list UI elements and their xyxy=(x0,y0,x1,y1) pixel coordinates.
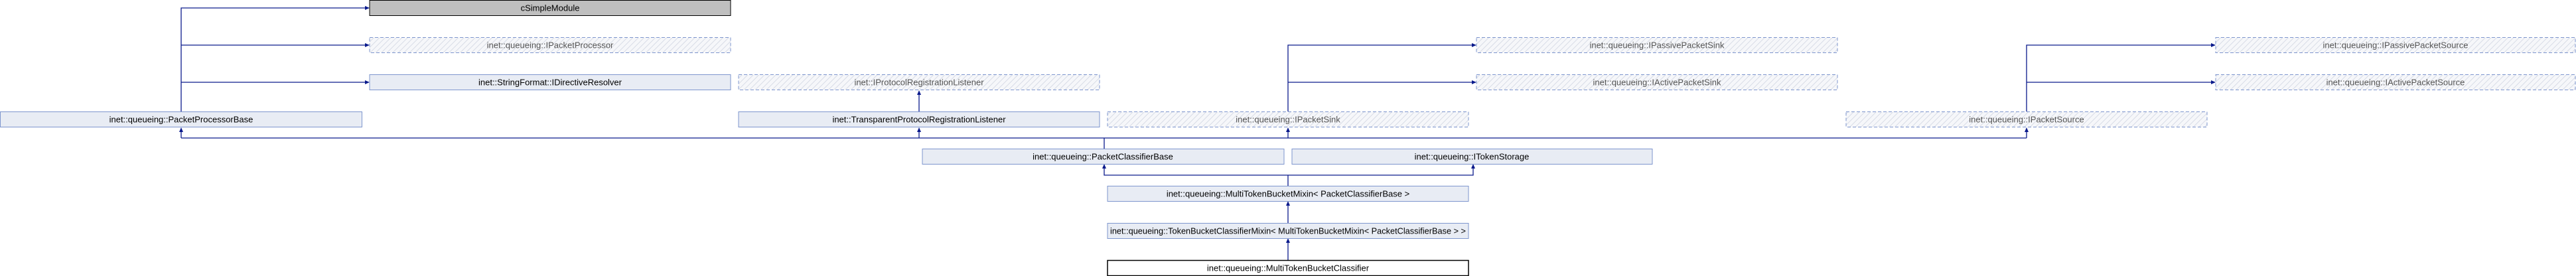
node-label: inet::queueing::PacketProcessorBase xyxy=(109,115,253,125)
node-ipassivepacketsink[interactable]: inet::queueing::IPassivePacketSink xyxy=(1476,37,1838,53)
node-label: inet::IProtocolRegistrationListener xyxy=(854,78,984,88)
node-csimplemodule[interactable]: cSimpleModule xyxy=(369,0,731,16)
edges xyxy=(180,7,2212,260)
node-label: inet::queueing::ITokenStorage xyxy=(1415,152,1530,162)
node-tokenbucketclassifiermixin[interactable]: inet::queueing::TokenBucketClassifierMix… xyxy=(1107,223,1469,239)
node-iprotocolregistrationlistener[interactable]: inet::IProtocolRegistrationListener xyxy=(738,74,1100,90)
node-ipassivepacketsource[interactable]: inet::queueing::IPassivePacketSource xyxy=(2215,37,2576,53)
node-label: inet::TransparentProtocolRegistrationLis… xyxy=(832,115,1006,125)
node-ipacketsink[interactable]: inet::queueing::IPacketSink xyxy=(1107,111,1469,127)
node-label: inet::queueing::IPassivePacketSource xyxy=(2323,40,2469,50)
node-iactivepacketsource[interactable]: inet::queueing::IActivePacketSource xyxy=(2215,74,2576,90)
node-label: cSimpleModule xyxy=(521,3,580,13)
node-label: inet::queueing::MultiTokenBucketMixin< P… xyxy=(1167,189,1409,199)
node-idirectiveresolver[interactable]: inet::StringFormat::IDirectiveResolver xyxy=(369,74,731,90)
node-label: inet::queueing::IPacketProcessor xyxy=(487,40,614,50)
node-label: inet::StringFormat::IDirectiveResolver xyxy=(478,78,622,88)
node-label: inet::queueing::PacketClassifierBase xyxy=(1033,152,1173,162)
arrowheads xyxy=(179,6,2216,243)
node-packetprocessorbase[interactable]: inet::queueing::PacketProcessorBase xyxy=(0,111,362,127)
node-label: inet::queueing::IPacketSource xyxy=(1969,115,2084,125)
node-label: inet::queueing::IActivePacketSource xyxy=(2326,78,2465,88)
node-label: inet::queueing::MultiTokenBucketClassifi… xyxy=(1207,263,1370,273)
node-label: inet::queueing::TokenBucketClassifierMix… xyxy=(1110,226,1466,236)
node-iactivepacketsink[interactable]: inet::queueing::IActivePacketSink xyxy=(1476,74,1838,90)
node-packetclassifierbase[interactable]: inet::queueing::PacketClassifierBase xyxy=(922,149,1285,165)
node-label: inet::queueing::IActivePacketSink xyxy=(1593,78,1721,88)
node-ipacketsource[interactable]: inet::queueing::IPacketSource xyxy=(1845,111,2208,127)
node-itokenstorage[interactable]: inet::queueing::ITokenStorage xyxy=(1291,149,1653,165)
node-multitokenbucketmixin[interactable]: inet::queueing::MultiTokenBucketMixin< P… xyxy=(1107,186,1469,202)
node-label: inet::queueing::IPassivePacketSink xyxy=(1589,40,1725,50)
node-multitokenbucketclassifier: inet::queueing::MultiTokenBucketClassifi… xyxy=(1107,259,1469,276)
node-ipacketprocessor[interactable]: inet::queueing::IPacketProcessor xyxy=(369,37,731,53)
node-transparentprotocolregistrationlistener[interactable]: inet::TransparentProtocolRegistrationLis… xyxy=(738,111,1100,127)
node-label: inet::queueing::IPacketSink xyxy=(1236,115,1340,125)
